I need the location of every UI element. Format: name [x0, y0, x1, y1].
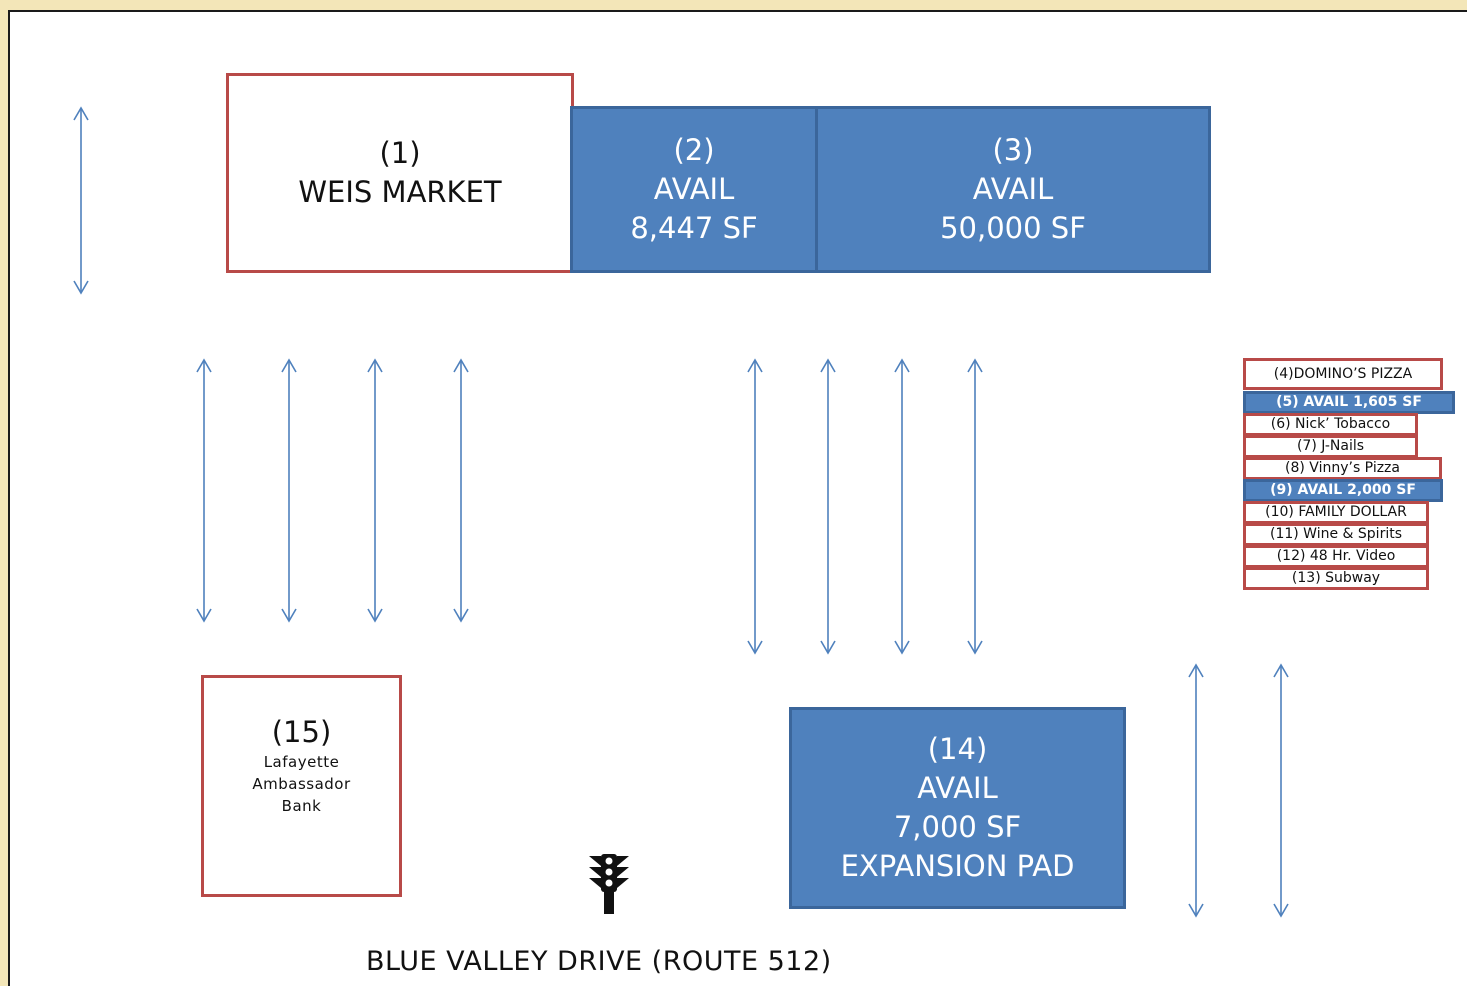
strip-unit-10-label: (10) FAMILY DOLLAR — [1265, 504, 1407, 520]
unit-15-bank: (15) Lafayette Ambassador Bank — [201, 675, 402, 897]
unit-2-status: AVAIL — [653, 172, 735, 206]
double-arrow-icon — [747, 358, 763, 655]
strip-unit-9-label: (9) AVAIL 2,000 SF — [1270, 482, 1416, 498]
strip-unit-4-label: (4)DOMINO’S PIZZA — [1273, 366, 1413, 382]
road-label: BLUE VALLEY DRIVE (ROUTE 512) — [366, 946, 832, 977]
strip-unit-5: (5) AVAIL 1,605 SF — [1243, 391, 1455, 414]
double-arrow-icon — [1188, 663, 1204, 918]
double-arrow-icon — [967, 358, 983, 655]
unit-3-number: (3) — [992, 133, 1034, 167]
unit-1-weis-market: (1) WEIS MARKET — [226, 73, 574, 273]
unit-2-size: 8,447 SF — [630, 211, 758, 245]
double-arrow-icon — [894, 358, 910, 655]
strip-unit-7: (7) J-Nails — [1243, 435, 1418, 458]
unit-15-number: (15) — [271, 715, 332, 749]
strip-unit-12-label: (12) 48 Hr. Video — [1276, 548, 1396, 564]
strip-unit-5-label: (5) AVAIL 1,605 SF — [1276, 394, 1422, 410]
unit-3-status: AVAIL — [972, 172, 1054, 206]
strip-unit-13-label: (13) Subway — [1291, 570, 1381, 586]
unit-2-number: (2) — [673, 133, 715, 167]
unit-15-tenant-line-3: Bank — [281, 797, 322, 815]
strip-unit-11: (11) Wine & Spirits — [1243, 523, 1429, 546]
unit-15-tenant-line-2: Ambassador — [252, 775, 351, 793]
unit-14-expansion-pad: (14) AVAIL 7,000 SF EXPANSION PAD — [789, 707, 1126, 909]
double-arrow-icon — [73, 106, 89, 295]
unit-15-tenant-line-1: Lafayette — [263, 753, 340, 771]
unit-14-size: 7,000 SF — [893, 810, 1022, 844]
strip-unit-10: (10) FAMILY DOLLAR — [1243, 501, 1429, 524]
strip-unit-6-label: (6) Nick’ Tobacco — [1270, 416, 1391, 432]
double-arrow-icon — [196, 358, 212, 623]
double-arrow-icon — [1273, 663, 1289, 918]
unit-3-available: (3) AVAIL 50,000 SF — [815, 106, 1211, 273]
unit-1-tenant: WEIS MARKET — [298, 175, 502, 209]
double-arrow-icon — [367, 358, 383, 623]
strip-unit-7-label: (7) J-Nails — [1296, 438, 1365, 454]
strip-unit-4: (4)DOMINO’S PIZZA — [1243, 358, 1443, 390]
strip-unit-6: (6) Nick’ Tobacco — [1243, 413, 1418, 436]
unit-14-note: EXPANSION PAD — [840, 849, 1075, 883]
strip-unit-13: (13) Subway — [1243, 567, 1429, 590]
double-arrow-icon — [820, 358, 836, 655]
traffic-light-icon — [589, 854, 629, 914]
unit-14-number: (14) — [927, 732, 988, 766]
strip-unit-8: (8) Vinny’s Pizza — [1243, 457, 1442, 480]
strip-unit-11-label: (11) Wine & Spirits — [1269, 526, 1402, 542]
strip-unit-9: (9) AVAIL 2,000 SF — [1243, 479, 1443, 502]
unit-1-number: (1) — [379, 136, 421, 170]
unit-3-size: 50,000 SF — [940, 211, 1086, 245]
strip-unit-12: (12) 48 Hr. Video — [1243, 545, 1429, 568]
double-arrow-icon — [281, 358, 297, 623]
unit-14-status: AVAIL — [917, 771, 998, 805]
double-arrow-icon — [453, 358, 469, 623]
strip-unit-8-label: (8) Vinny’s Pizza — [1285, 460, 1400, 476]
